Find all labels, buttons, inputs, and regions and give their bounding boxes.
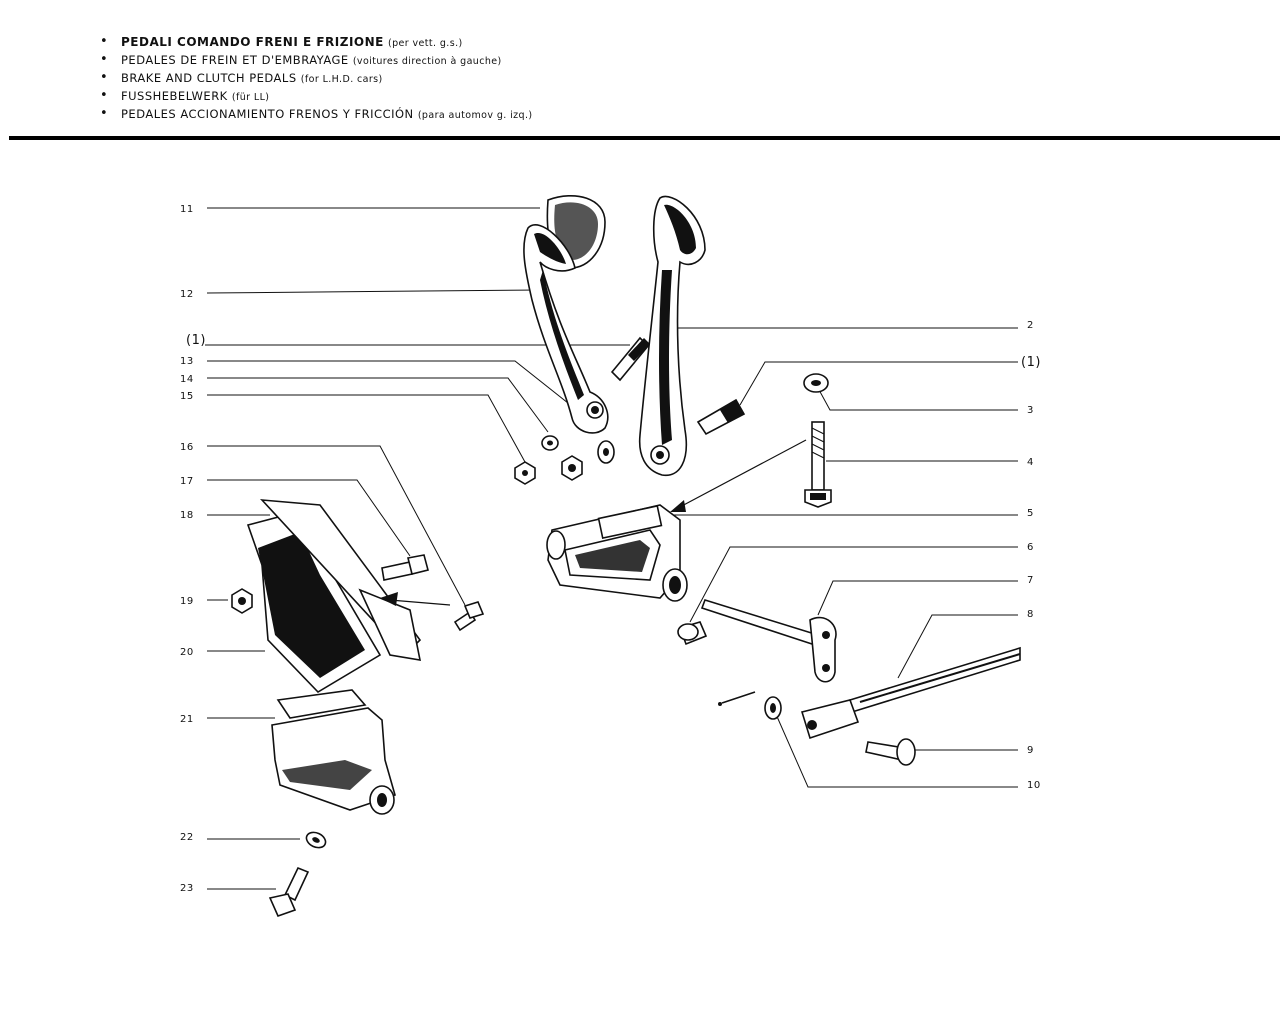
callout-6: 6 (1027, 542, 1034, 553)
push-rod-part (800, 646, 1021, 740)
header-note-de: (für LL) (231, 92, 270, 103)
shaft-lever-part (700, 599, 837, 683)
callout-1-right: (1) (1021, 355, 1041, 370)
header-title-es: PEDALES ACCIONAMIENTO FRENOS Y FRICCIÓN (121, 107, 414, 121)
callout-18: 18 (180, 510, 194, 521)
callout-13: 13 (180, 356, 194, 367)
nut-part (561, 455, 583, 481)
bolt-part (381, 554, 429, 581)
pedal-box-bracket-part (246, 499, 422, 694)
washer-part (803, 373, 829, 393)
clutch-pedal-part (638, 195, 706, 477)
callout-22: 22 (180, 832, 194, 843)
bushing-part (677, 621, 708, 646)
callout-11: 11 (180, 204, 194, 215)
bullet-icon: • (100, 52, 109, 67)
header-line-es: • PEDALES ACCIONAMIENTO FRENOS Y FRICCIÓ… (100, 105, 1000, 123)
callout-17: 17 (180, 476, 194, 487)
callout-9: 9 (1027, 745, 1034, 756)
callout-14: 14 (180, 374, 194, 385)
header-line-it: • PEDALI COMANDO FRENI E FRIZIONE (per v… (100, 33, 1000, 51)
header-note-en: (for L.H.D. cars) (300, 74, 383, 85)
callout-4: 4 (1027, 457, 1034, 468)
header-title-de: FUSSHEBELWERK (121, 89, 228, 103)
header-title-fr: PEDALES DE FREIN ET D'EMBRAYAGE (121, 53, 349, 67)
bullet-icon: • (100, 70, 109, 85)
bullet-icon: • (100, 34, 109, 49)
callout-16: 16 (180, 442, 194, 453)
header-title-en: BRAKE AND CLUTCH PEDALS (121, 71, 297, 85)
bullet-icon: • (100, 88, 109, 103)
brake-pedal-part (523, 224, 609, 434)
callout-5: 5 (1027, 508, 1034, 519)
callout-23: 23 (180, 883, 194, 894)
washer-part (764, 696, 782, 720)
callout-3: 3 (1027, 405, 1034, 416)
callout-7: 7 (1027, 575, 1034, 586)
callout-12: 12 (180, 289, 194, 300)
parts-catalog-header: • PEDALI COMANDO FRENI E FRIZIONE (per v… (100, 33, 1000, 123)
lock-washer-part (305, 831, 327, 849)
assembly-arrow (670, 439, 807, 512)
header-note-fr: (voitures direction à gauche) (352, 56, 502, 67)
header-rule (9, 136, 1280, 140)
callout-8: 8 (1027, 609, 1034, 620)
leader-lines (205, 207, 1018, 890)
callout-1-left: (1) (186, 333, 206, 348)
header-title-it: PEDALI COMANDO FRENI E FRIZIONE (121, 35, 384, 49)
base-bracket-part (271, 689, 396, 815)
bolt-part (453, 601, 485, 632)
nut-part (514, 461, 536, 485)
washer-part (597, 440, 615, 464)
stud-bolt-part (696, 398, 746, 436)
callout-2: 2 (1027, 320, 1034, 331)
hex-bolt-part (268, 866, 310, 918)
callout-21: 21 (180, 714, 194, 725)
pedal-bracket-part (546, 504, 688, 602)
callout-15: 15 (180, 391, 194, 402)
nut-part (231, 588, 253, 614)
callout-20: 20 (180, 647, 194, 658)
header-line-fr: • PEDALES DE FREIN ET D'EMBRAYAGE (voitu… (100, 51, 1000, 69)
header-line-en: • BRAKE AND CLUTCH PEDALS (for L.H.D. ca… (100, 69, 1000, 87)
header-note-es: (para automov g. izq.) (417, 110, 533, 121)
long-bolt-part (804, 421, 832, 508)
callout-19: 19 (180, 596, 194, 607)
stud-bolt-part (610, 336, 650, 382)
header-note-it: (per vett. g.s.) (388, 38, 463, 49)
clevis-pin-part (865, 738, 916, 766)
bullet-icon: • (100, 106, 109, 121)
callout-10: 10 (1027, 780, 1041, 791)
header-line-de: • FUSSHEBELWERK (für LL) (100, 87, 1000, 105)
split-pin-part (718, 691, 756, 706)
lock-washer-part (541, 435, 559, 451)
assembly-arrow (380, 592, 451, 606)
